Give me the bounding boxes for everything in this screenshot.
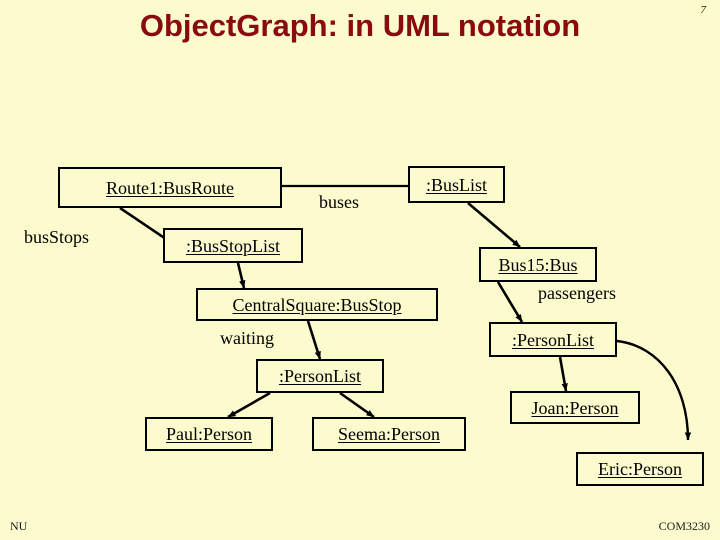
footer-left: NU <box>10 519 28 533</box>
object-box-personlist-right[interactable]: :PersonList <box>489 322 617 357</box>
object-box-seema-person[interactable]: Seema:Person <box>312 417 466 451</box>
object-box-route1-busroute[interactable]: Route1:BusRoute <box>58 167 282 208</box>
edge-busstoplist-to-centralsquare <box>236 262 246 289</box>
edge-bus15-to-personlist-right <box>496 281 524 323</box>
object-label: :BusStopList <box>185 235 281 256</box>
object-label: Seema:Person <box>338 424 440 444</box>
object-box-busstoplist[interactable]: :BusStopList <box>163 228 303 263</box>
object-label: Route1:BusRoute <box>105 177 234 198</box>
link-label-buses: buses <box>319 192 359 212</box>
object-box-personlist-center[interactable]: :PersonList <box>256 359 384 393</box>
edge-personlist-to-seema <box>339 391 375 419</box>
object-label: Paul:Person <box>165 424 252 444</box>
object-label: Eric:Person <box>598 459 682 479</box>
object-label: :PersonList <box>511 329 594 350</box>
edge-personlist-to-paul <box>227 391 271 419</box>
object-label: CentralSquare:BusStop <box>232 294 402 315</box>
object-box-buslist[interactable]: :BusList <box>408 166 505 203</box>
link-label-waiting: waiting <box>220 328 274 348</box>
object-box-eric-person[interactable]: Eric:Person <box>576 452 704 486</box>
link-label-busstops: busStops <box>24 227 90 247</box>
link-label-passengers: passengers <box>538 283 616 303</box>
object-label: Joan:Person <box>531 397 619 418</box>
edge-buslist-to-bus15 <box>467 202 521 248</box>
object-box-centralsquare-busstop[interactable]: CentralSquare:BusStop <box>196 288 438 321</box>
edge-centralsquare-to-personlist-center <box>306 320 322 360</box>
edge-personlist-to-joan <box>558 356 568 392</box>
footer-right: COM3230 <box>658 519 710 533</box>
slide-number: 7 <box>700 4 707 16</box>
object-label: :PersonList <box>278 366 361 386</box>
page-title: ObjectGraph: in UML notation <box>139 8 581 43</box>
object-box-bus15-bus[interactable]: Bus15:Bus <box>479 247 597 282</box>
object-label: :BusList <box>425 174 487 195</box>
object-box-joan-person[interactable]: Joan:Person <box>510 391 640 424</box>
object-label: Bus15:Bus <box>498 254 578 275</box>
object-box-paul-person[interactable]: Paul:Person <box>145 417 273 451</box>
